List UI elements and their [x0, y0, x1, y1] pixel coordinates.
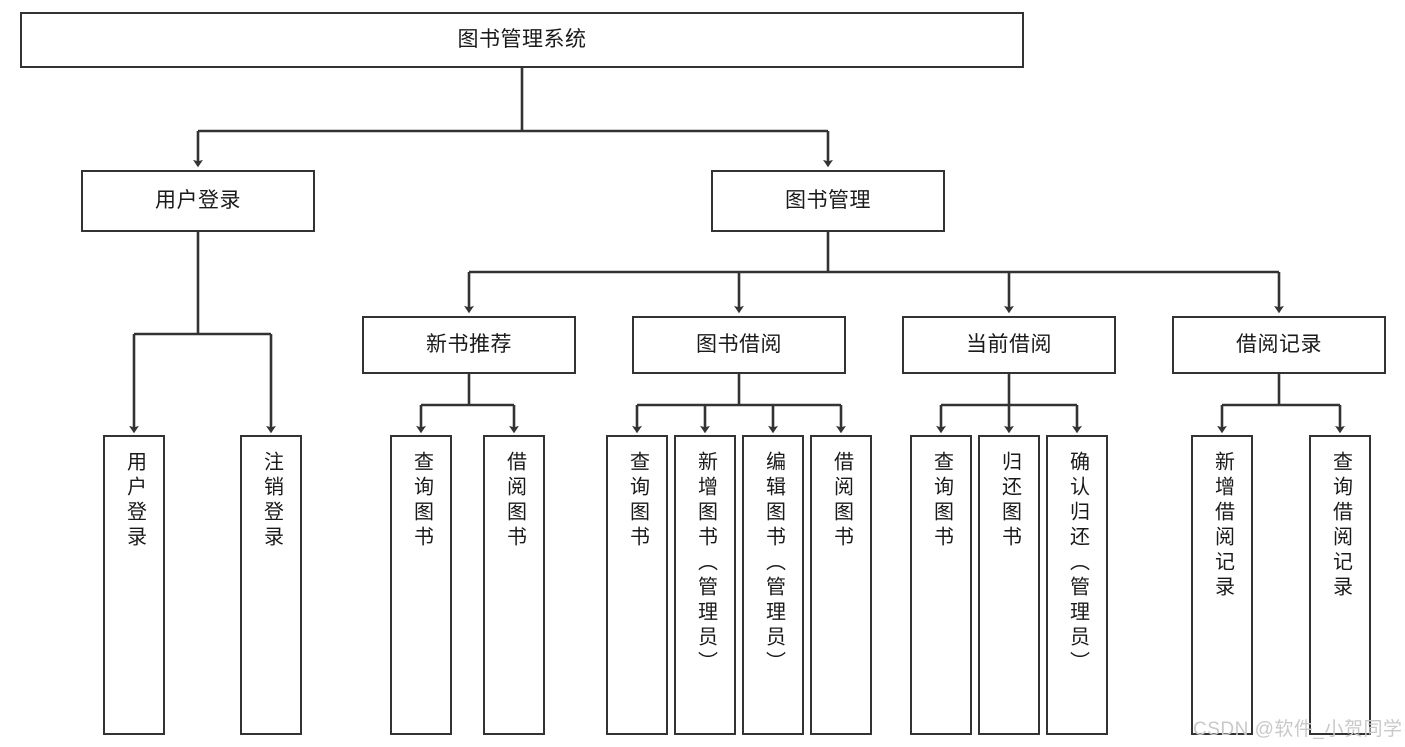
book-borrow-to-leaves-connectors — [632, 374, 846, 434]
node-label: 借阅记录 — [1236, 332, 1322, 356]
node-book-borrow[interactable]: 图书借阅 — [632, 316, 846, 374]
leaf-user-login[interactable]: 用户登录 — [103, 435, 165, 735]
node-user-login[interactable]: 用户登录 — [81, 170, 315, 232]
root-to-level1-connectors — [193, 68, 833, 168]
user-login-to-leaves-connectors — [129, 232, 276, 434]
leaf-borrow-book[interactable]: 借阅图书 — [810, 435, 872, 735]
node-label: 借阅图书 — [830, 451, 853, 551]
book-manage-to-level2-connectors — [464, 232, 1284, 314]
leaf-return-book[interactable]: 归还图书 — [978, 435, 1040, 735]
node-label: 图书管理系统 — [457, 27, 587, 51]
node-new-book-recommend[interactable]: 新书推荐 — [362, 316, 576, 374]
node-label: 新书推荐 — [426, 332, 512, 356]
node-label: 查询图书 — [930, 451, 953, 551]
node-label: 编辑图书（管理员） — [762, 451, 785, 676]
current-borrow-to-leaves-connectors — [936, 374, 1082, 434]
node-current-borrow[interactable]: 当前借阅 — [902, 316, 1116, 374]
node-label: 查询图书 — [626, 451, 649, 551]
leaf-query-borrow-record[interactable]: 查询借阅记录 — [1309, 435, 1371, 735]
borrow-record-to-leaves-connectors — [1217, 374, 1345, 434]
node-label: 注销登录 — [260, 451, 283, 551]
node-label: 用户登录 — [123, 451, 146, 551]
node-label: 当前借阅 — [966, 332, 1052, 356]
leaf-query-book-recommend[interactable]: 查询图书 — [390, 435, 452, 735]
node-label: 用户登录 — [155, 188, 241, 212]
node-root-book-management-system[interactable]: 图书管理系统 — [20, 12, 1024, 68]
leaf-query-book-borrow[interactable]: 查询图书 — [606, 435, 668, 735]
leaf-confirm-return-admin[interactable]: 确认归还（管理员） — [1046, 435, 1108, 735]
node-label: 归还图书 — [998, 451, 1021, 551]
node-label: 新增借阅记录 — [1211, 451, 1234, 601]
new-book-recommend-to-leaves-connectors — [416, 374, 519, 434]
leaf-query-book-current[interactable]: 查询图书 — [910, 435, 972, 735]
node-book-management[interactable]: 图书管理 — [711, 170, 945, 232]
node-label: 查询图书 — [410, 451, 433, 551]
node-label: 图书管理 — [785, 188, 871, 212]
leaf-logout[interactable]: 注销登录 — [240, 435, 302, 735]
csdn-watermark: CSDN @软件_小贺同学 — [1193, 719, 1403, 740]
node-label: 确认归还（管理员） — [1066, 451, 1089, 676]
leaf-add-borrow-record[interactable]: 新增借阅记录 — [1191, 435, 1253, 735]
node-label: 新增图书（管理员） — [694, 451, 717, 676]
leaf-borrow-book-recommend[interactable]: 借阅图书 — [483, 435, 545, 735]
node-borrow-record[interactable]: 借阅记录 — [1172, 316, 1386, 374]
node-label: 图书借阅 — [696, 332, 782, 356]
leaf-edit-book-admin[interactable]: 编辑图书（管理员） — [742, 435, 804, 735]
leaf-add-book-admin[interactable]: 新增图书（管理员） — [674, 435, 736, 735]
node-label: 查询借阅记录 — [1329, 451, 1352, 601]
node-label: 借阅图书 — [503, 451, 526, 551]
